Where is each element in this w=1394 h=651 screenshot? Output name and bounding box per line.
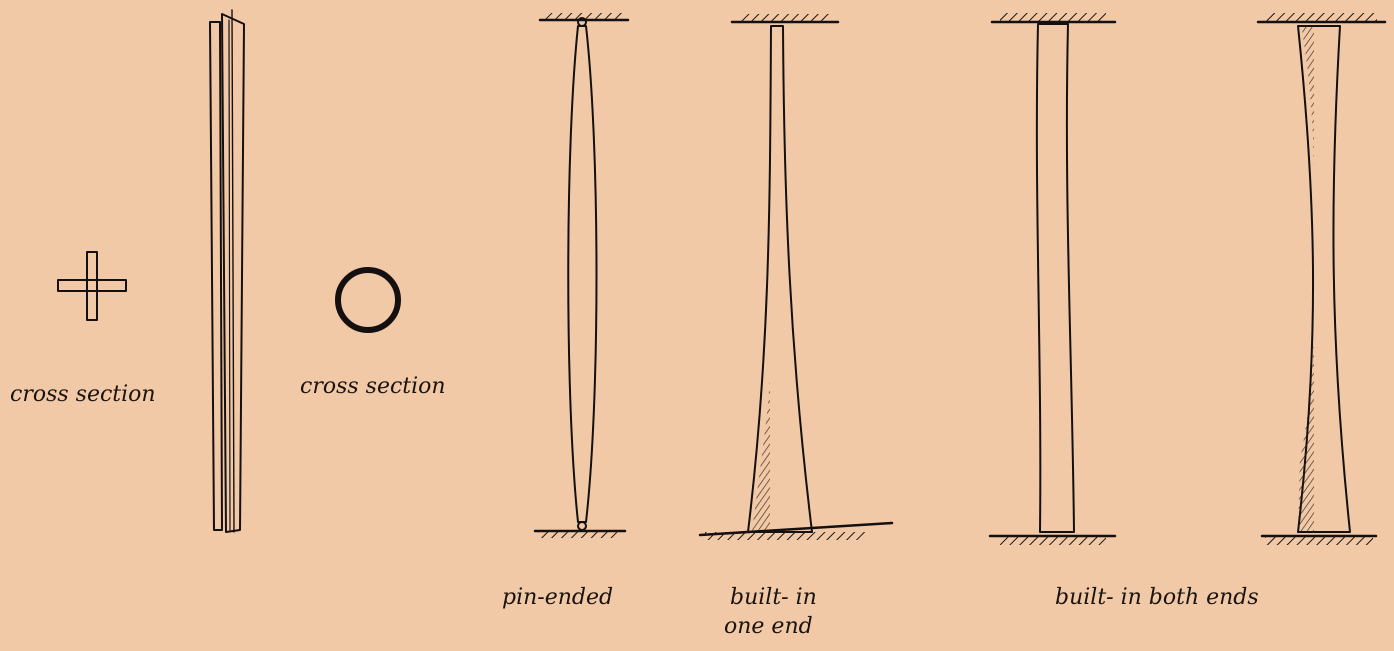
- label-cross-section-left: cross section: [10, 382, 156, 408]
- label-built-in-one-end-line2: one end: [724, 614, 813, 640]
- cross-section-plus-shape: [58, 252, 126, 320]
- cross-section-ring-shape: [338, 270, 398, 330]
- column-built-in-both-ends-waisted: [1258, 13, 1385, 545]
- label-cross-section-right: cross section: [300, 374, 446, 400]
- column-built-in-both-ends-straight: [990, 13, 1115, 545]
- label-pin-ended: pin-ended: [502, 585, 613, 611]
- label-built-in-both-ends: built- in both ends: [1055, 585, 1259, 611]
- label-built-in-one-end-line1: built- in: [730, 585, 817, 611]
- column-pin-ended: [535, 13, 628, 538]
- column-built-in-one-end: [700, 14, 892, 540]
- slender-member-side-view: [210, 10, 244, 532]
